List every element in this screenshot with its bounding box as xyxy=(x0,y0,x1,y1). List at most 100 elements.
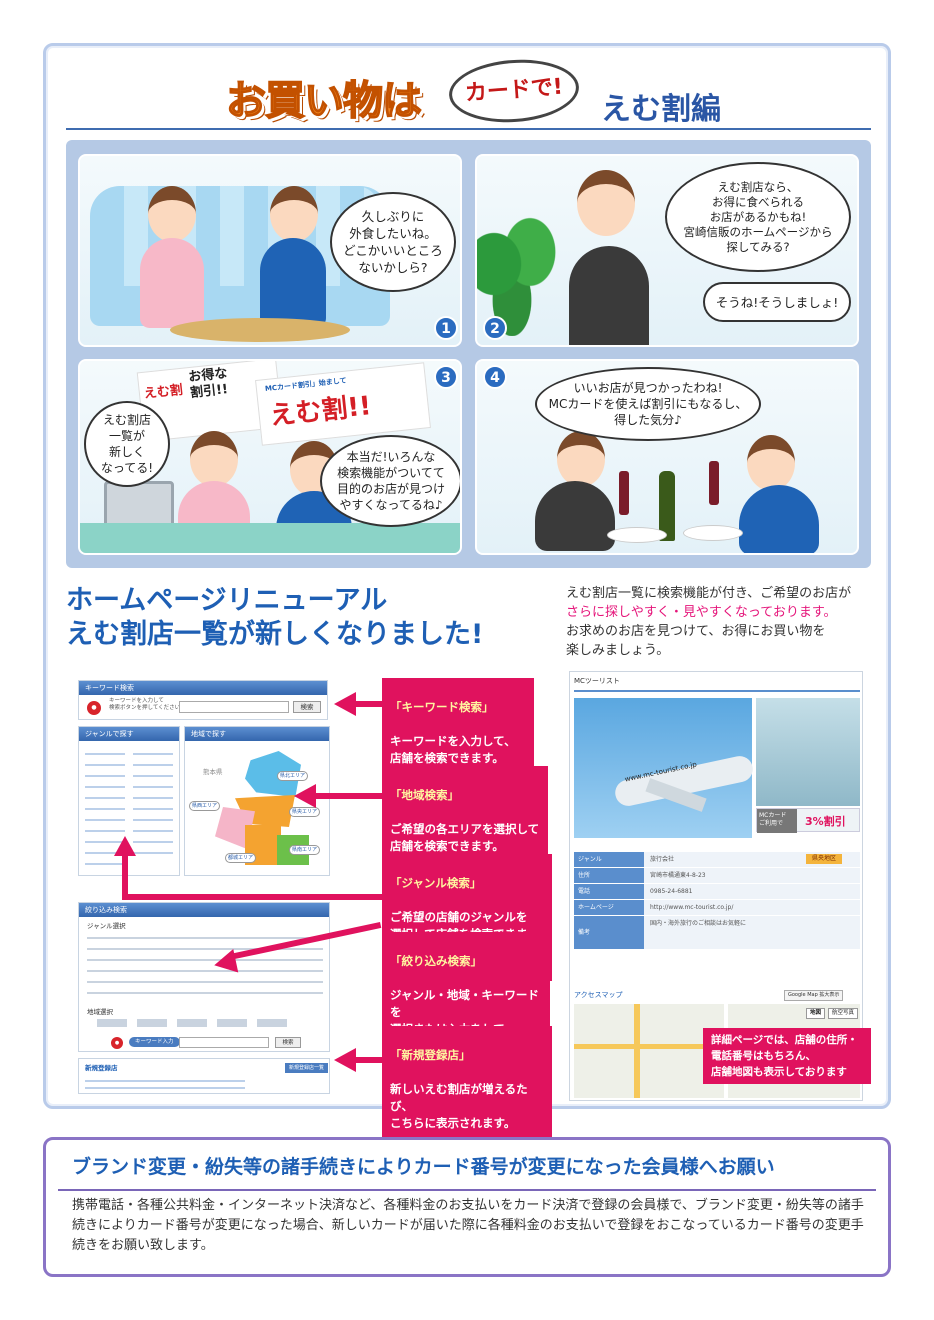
callout-heading: 「ジャンル検索」 xyxy=(390,876,482,890)
map-mode-map[interactable]: 地図 xyxy=(806,1008,826,1019)
panel-number: 4 xyxy=(483,365,507,389)
area-select-label: 地域選択 xyxy=(87,1008,113,1016)
info-key: ジャンル xyxy=(574,852,644,867)
map-label[interactable]: 都城エリア xyxy=(225,853,257,863)
woman-head-illustration xyxy=(557,431,605,487)
comic-panel-2: えむ割店なら、 お得に食べられる お店があるかもね! 宮崎信販のホームページから… xyxy=(475,154,859,347)
map-label[interactable]: 県北エリア xyxy=(277,771,309,781)
renewal-description: えむ割店一覧に検索機能が付き、ご希望のお店が さらに探しやすく・見やすくなってお… xyxy=(566,584,886,660)
info-value: 国内・海外旅行のご相談はお気軽に xyxy=(644,916,860,949)
info-key: 住所 xyxy=(574,868,644,883)
callout-newshop: 「新規登録店」 新しいえむ割店が増えるたび、 こちらに表示されます。 xyxy=(382,1026,552,1153)
google-map-button[interactable]: Google Map 拡大表示 xyxy=(784,990,844,1001)
mc-card-label: MCカード ご利用で xyxy=(757,809,797,833)
speech-bubble: えむ割店 一覧が 新しく なってる! xyxy=(84,401,170,487)
speech-bubble: 久しぶりに 外食したいね。 どこかいいところ ないかしら? xyxy=(330,192,456,292)
woman-pink-apron-illustration xyxy=(140,238,204,328)
woman-head-illustration xyxy=(577,170,635,236)
filter-search-bar: 絞り込み検索 xyxy=(79,903,329,917)
area-badge: 県央地区 xyxy=(806,854,843,864)
speech-bubble: いいお店が見つかったわね! MCカードを使えば割引にもなるし、 得した気分♪ xyxy=(535,367,761,441)
divider xyxy=(574,690,860,692)
search-button[interactable]: 検索 xyxy=(293,701,321,713)
woman-blue-shirt-illustration xyxy=(739,485,819,553)
notice-body: 携帯電話・各種公共料金・インターネット決済など、各種料金のお支払いをカード決済で… xyxy=(72,1198,864,1253)
map-mode-satellite[interactable]: 航空写真 xyxy=(828,1008,859,1019)
callout-heading: 「絞り込み検索」 xyxy=(390,954,482,968)
plate-illustration xyxy=(607,527,667,543)
page-header: お買い物は カードで! えむ割編 xyxy=(66,55,871,130)
arrow-line xyxy=(312,793,382,799)
keyword-input[interactable] xyxy=(179,701,289,713)
filter-search-button[interactable]: 検索 xyxy=(275,1037,301,1048)
comic-panel-3: えむ割 お得な 割引!! MCカード割引」始まして えむ割!! えむ割店 一覧が… xyxy=(78,359,462,555)
woman-head-illustration xyxy=(190,431,238,487)
info-value: 宮崎市橘通東4-8-23 xyxy=(644,868,860,883)
new-shop-list[interactable] xyxy=(85,1077,245,1089)
desk-illustration xyxy=(80,523,460,553)
speech-bubble: えむ割店なら、 お得に食べられる お店があるかもね! 宮崎信販のホームページから… xyxy=(665,162,851,272)
poster-badge: えむ割 xyxy=(143,382,184,402)
map-label[interactable]: 県央エリア xyxy=(289,807,321,817)
filter-keyword-input[interactable] xyxy=(179,1037,269,1048)
wine-glass-illustration xyxy=(619,471,629,515)
keyword-search-bar: キーワード検索 xyxy=(79,681,327,695)
info-value[interactable]: http://www.mc-tourist.co.jp/ xyxy=(644,900,860,915)
woman-head-illustration xyxy=(148,186,196,242)
genre-search-bar: ジャンルで探す xyxy=(79,727,179,741)
arrow-line xyxy=(122,854,128,900)
shop-interior-photo xyxy=(756,698,860,806)
keyword-input-label: キーワード入力 xyxy=(129,1037,180,1047)
map-road xyxy=(634,1004,640,1098)
info-row: 備考国内・海外旅行のご相談はお気軽に xyxy=(574,916,860,950)
comic-panel-1: 久しぶりに 外食したいね。 どこかいいところ ないかしら? 1 xyxy=(78,154,462,347)
callout-body: キーワードを入力して、 店舗を検索できます。 xyxy=(390,734,516,765)
renewal-desc-line: お求めのお店を見つけて、お得にお買い物を xyxy=(566,624,826,639)
genre-link-list[interactable] xyxy=(133,747,173,857)
plate-illustration xyxy=(683,525,743,541)
title-sub: えむ割編 xyxy=(601,92,721,127)
woman-blue-shirt-illustration xyxy=(260,238,326,328)
callout-body: 新しいえむ割店が増えるたび、 こちらに表示されます。 xyxy=(390,1082,528,1130)
top-panel: お買い物は カードで! えむ割編 久しぶりに 外食したいね。 どこかいいところ … xyxy=(43,43,891,1153)
keyword-hint: キーワードを入力して 検索ボタンを押してください xyxy=(109,698,181,711)
info-value: 0985-24-6881 xyxy=(644,884,860,899)
panel-number: 3 xyxy=(434,365,458,389)
new-shop-list-button[interactable]: 新規登録店一覧 xyxy=(285,1063,329,1073)
map-label[interactable]: 県西エリア xyxy=(189,801,221,811)
wine-bottle-illustration xyxy=(659,471,675,541)
renewal-title-line1: ホームページリニューアル xyxy=(66,585,388,616)
panel-number: 2 xyxy=(483,316,507,340)
woman-head-illustration xyxy=(270,186,318,242)
title-main: お買い物は xyxy=(225,77,423,125)
map-label[interactable]: 県南エリア xyxy=(289,845,321,855)
arrow-icon xyxy=(114,836,136,856)
info-row: 住所宮崎市橘通東4-8-23 xyxy=(574,868,860,884)
callout-heading: 「新規登録店」 xyxy=(390,1048,471,1062)
keyword-search-screenshot: キーワード検索 ● キーワードを入力して 検索ボタンを押してください 検索 xyxy=(78,680,328,720)
callout-heading: 「地域検索」 xyxy=(390,788,459,802)
arrow-line xyxy=(352,701,382,707)
woman-illustration xyxy=(535,481,615,551)
area-search-bar: 地域で探す xyxy=(185,727,329,741)
arrow-icon xyxy=(334,692,356,716)
panel-number: 1 xyxy=(434,316,458,340)
arrow-icon xyxy=(294,784,316,808)
filter-search-screenshot: 絞り込み検索 ジャンル選択 地域選択 ● キーワード入力 検索 xyxy=(78,902,330,1052)
renewal-title-line2: えむ割店一覧が新しくなりました! xyxy=(66,619,484,650)
renewal-desc-line: えむ割店一覧に検索機能が付き、ご希望のお店が xyxy=(566,586,852,601)
woman-head-illustration xyxy=(747,435,795,491)
wine-glass-illustration xyxy=(709,461,719,505)
speech-bubble: 本当だ!いろんな 検索機能がついてて 目的のお店が見つけ やすくなってるね♪ xyxy=(320,435,460,527)
arrow-line xyxy=(122,894,382,900)
arrow-icon xyxy=(334,1048,356,1072)
notice-title: ブランド変更・紛失等の諸手続きによりカード番号が変更になった会員様へお願い xyxy=(58,1152,876,1191)
comic-strip: 久しぶりに 外食したいね。 どこかいいところ ないかしら? 1 えむ割店なら、 … xyxy=(66,140,871,568)
area-checkbox-row[interactable] xyxy=(87,1019,287,1027)
genre-select-label: ジャンル選択 xyxy=(87,922,126,930)
info-key: 備考 xyxy=(574,916,644,949)
new-shop-screenshot: 新規登録店 新規登録店一覧 xyxy=(78,1058,330,1094)
